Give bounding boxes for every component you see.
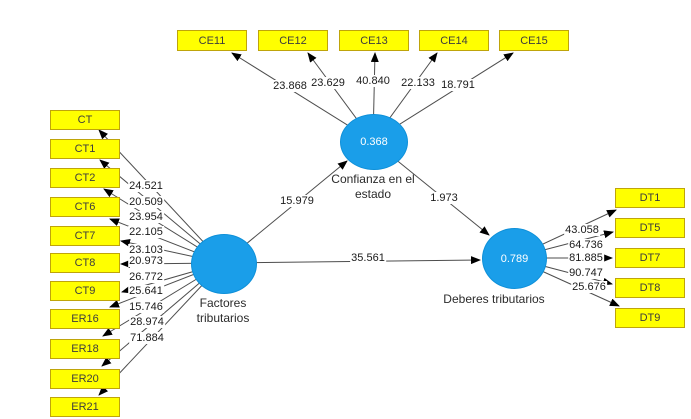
indicator-label: DT9 — [639, 312, 661, 324]
latent-confianza-value: 0.368 — [360, 136, 388, 148]
indicator-ce14[interactable]: CE14 — [419, 30, 489, 51]
indicator-er16[interactable]: ER16 — [50, 309, 120, 329]
indicator-er21[interactable]: ER21 — [50, 397, 120, 417]
loading-er21: 71.884 — [129, 332, 165, 344]
loading-ct: 24.521 — [128, 180, 164, 192]
indicator-label: CT9 — [74, 285, 96, 297]
indicator-ct8[interactable]: CT8 — [50, 253, 120, 273]
indicator-ct[interactable]: CT — [50, 110, 120, 130]
loading-er20: 28.974 — [129, 316, 165, 328]
latent-deberes-value: 0.789 — [500, 252, 529, 265]
indicator-label: CT1 — [74, 143, 96, 155]
indicator-ct2[interactable]: CT2 — [50, 168, 120, 188]
indicator-label: ER18 — [71, 343, 99, 355]
latent-factores-circle[interactable] — [191, 234, 257, 294]
indicator-ct9[interactable]: CT9 — [50, 281, 120, 301]
indicator-label: DT5 — [639, 222, 661, 234]
loading-dt8: 90.747 — [568, 267, 604, 279]
loading-ct8: 20.973 — [128, 255, 164, 267]
indicator-ce11[interactable]: CE11 — [177, 30, 247, 51]
indicator-dt9[interactable]: DT9 — [615, 308, 685, 328]
loading-dt5: 64.736 — [568, 239, 604, 251]
loading-ce13: 40.840 — [355, 75, 391, 87]
indicator-label: CT6 — [74, 201, 96, 213]
indicator-label: CE15 — [520, 34, 548, 47]
loading-ce12: 23.629 — [310, 77, 346, 89]
loading-ce15: 18.791 — [440, 79, 476, 91]
indicator-label: CT7 — [74, 230, 96, 242]
indicator-label: ER16 — [71, 313, 99, 325]
loading-dt9: 25.676 — [571, 281, 607, 293]
indicator-label: DT8 — [639, 282, 661, 294]
path-coef-factores-deberes: 35.561 — [350, 252, 386, 264]
latent-factores-label: Factores tributarios — [196, 296, 250, 325]
indicator-label: CT2 — [74, 172, 96, 184]
indicator-dt8[interactable]: DT8 — [615, 278, 685, 298]
indicator-label: CE13 — [360, 34, 388, 47]
loading-ct7: 23.103 — [128, 244, 164, 256]
indicator-ct7[interactable]: CT7 — [50, 226, 120, 246]
indicator-label: CE12 — [279, 34, 307, 47]
indicator-ct6[interactable]: CT6 — [50, 197, 120, 217]
indicator-er20[interactable]: ER20 — [50, 369, 120, 389]
path-coef-factores-confianza: 15.979 — [279, 195, 315, 207]
indicator-label: DT1 — [639, 192, 661, 204]
path-coef-confianza-deberes: 1.973 — [429, 192, 459, 204]
indicator-dt7[interactable]: DT7 — [615, 248, 685, 268]
indicator-label: CE11 — [198, 34, 226, 47]
loading-dt1: 43.058 — [564, 224, 600, 236]
indicator-label: ER21 — [71, 401, 99, 413]
loading-er18: 15.746 — [128, 301, 164, 313]
indicator-label: ER20 — [71, 373, 99, 385]
loading-dt7: 81.885 — [568, 252, 604, 264]
loading-ct1: 20.509 — [128, 196, 164, 208]
latent-confianza-label: Confianza en el estado — [331, 172, 415, 201]
loading-ce11: 23.868 — [272, 80, 308, 92]
indicator-dt5[interactable]: DT5 — [615, 218, 685, 238]
indicator-ct1[interactable]: CT1 — [50, 139, 120, 159]
latent-confianza-circle[interactable]: 0.368 — [340, 114, 408, 170]
indicator-dt1[interactable]: DT1 — [615, 188, 685, 208]
indicator-ce12[interactable]: CE12 — [258, 30, 328, 51]
loading-ct2: 23.954 — [128, 211, 164, 223]
indicator-label: DT7 — [639, 252, 661, 264]
loading-ct9: 26.772 — [128, 271, 164, 283]
loading-ce14: 22.133 — [400, 77, 436, 89]
indicator-label: CT — [77, 114, 93, 126]
indicator-ce15[interactable]: CE15 — [499, 30, 569, 51]
indicator-label: CT8 — [74, 257, 96, 269]
indicator-er18[interactable]: ER18 — [50, 339, 120, 359]
indicator-label: CE14 — [440, 34, 468, 47]
latent-deberes-label: Deberes tributarios — [443, 292, 545, 306]
latent-deberes-circle[interactable]: 0.789 — [482, 228, 547, 289]
loading-er16: 25.641 — [128, 285, 164, 297]
indicator-ce13[interactable]: CE13 — [339, 30, 409, 51]
loading-ct6: 22.105 — [128, 226, 164, 238]
